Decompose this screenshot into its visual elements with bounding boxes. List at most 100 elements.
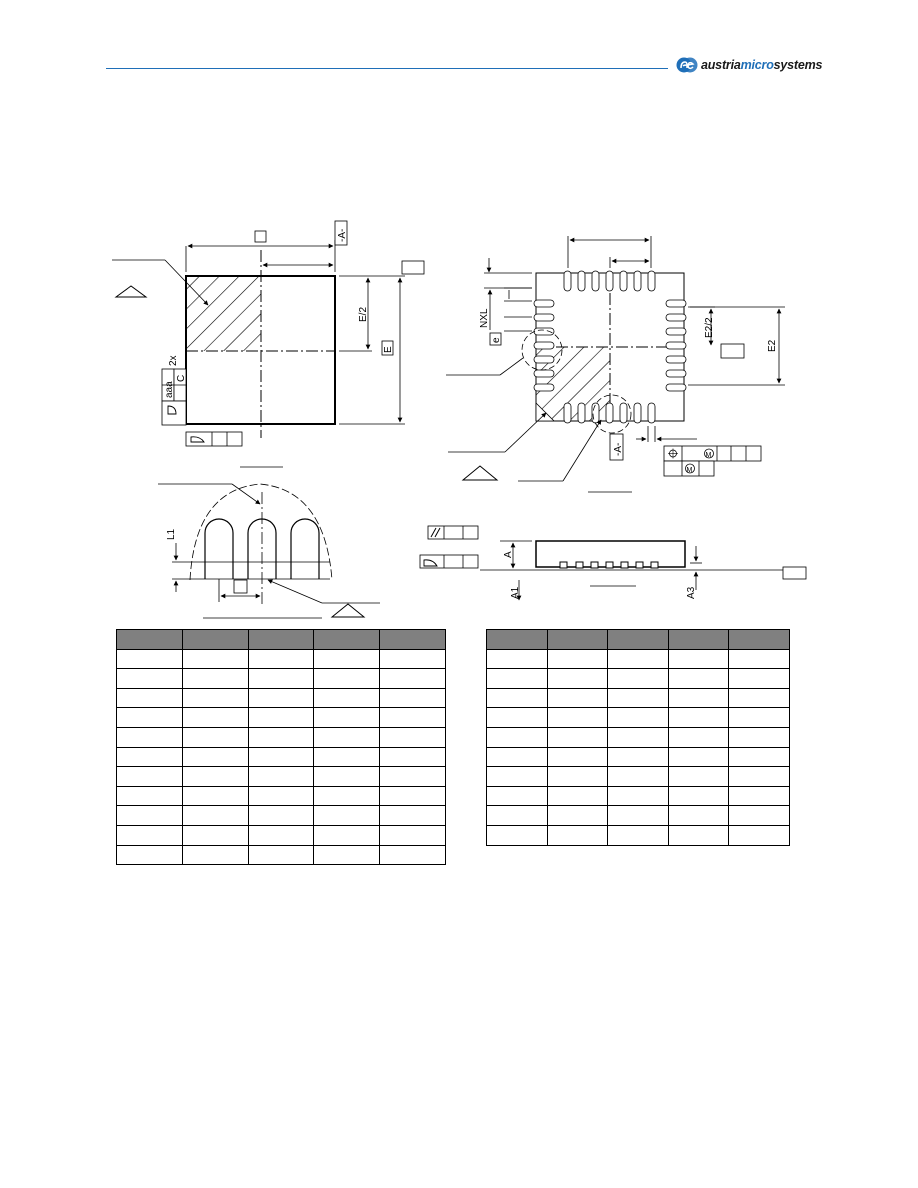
pitch-e-label: e <box>491 337 502 343</box>
dim-a1-label: A1 <box>510 586 521 599</box>
table-cell <box>728 766 790 787</box>
table-cell <box>546 766 609 787</box>
table-cell <box>728 805 790 826</box>
dim-e2-half-label: E2/2 <box>704 317 715 338</box>
table-cell <box>247 687 315 709</box>
table-cell <box>486 805 548 826</box>
table-cell <box>379 824 446 846</box>
table-cell <box>313 766 381 787</box>
dim-l1-label: L1 <box>166 528 177 540</box>
table-cell <box>181 648 249 670</box>
table-cell <box>546 726 609 748</box>
header-rule <box>106 68 668 69</box>
flatness-icon <box>190 436 205 443</box>
table-cell <box>379 805 446 826</box>
pin1-hatch <box>186 276 261 351</box>
table-cell <box>379 668 446 689</box>
table-cell <box>379 726 446 748</box>
mmc-label: M <box>706 452 712 459</box>
table-cell <box>116 824 183 846</box>
table-cell <box>181 844 249 866</box>
table-cell <box>728 648 790 670</box>
table-cell <box>379 687 446 709</box>
table-header-cell <box>546 629 609 650</box>
table-cell <box>313 824 381 846</box>
table-cell <box>247 844 315 866</box>
table-cell <box>728 668 790 689</box>
table-cell <box>486 668 548 689</box>
table-cell <box>607 805 669 826</box>
table-cell <box>116 746 183 768</box>
pin1-leader <box>164 259 209 306</box>
mmc-icon <box>704 448 714 459</box>
table-cell <box>379 766 446 787</box>
pad-hatch <box>536 347 610 421</box>
table-header-cell <box>379 629 446 650</box>
table-cell <box>379 746 446 768</box>
table-cell <box>247 824 315 846</box>
table-cell <box>247 668 315 689</box>
table-cell <box>728 726 790 748</box>
table-cell <box>181 746 249 768</box>
company-logo: austriamicrosystems <box>676 54 822 76</box>
table-cell <box>181 785 249 807</box>
table-cell <box>667 824 730 846</box>
table-row <box>116 766 446 787</box>
dim-a-label: A <box>503 551 514 558</box>
detail-leader-2 <box>267 579 323 604</box>
table-cell <box>116 687 183 709</box>
datum-a-label: -A- <box>337 229 348 242</box>
dim-e2-label: E2 <box>767 339 778 352</box>
table-cell <box>667 687 730 709</box>
table-cell <box>728 707 790 728</box>
table-cell <box>546 648 609 670</box>
detail-circle-left <box>521 329 563 371</box>
tolerance-frame-2 <box>663 460 715 477</box>
table-cell <box>607 707 669 728</box>
table-cell <box>313 707 381 728</box>
table-header-cell <box>181 629 249 650</box>
table-cell <box>247 648 315 670</box>
note-triangle-icon <box>114 285 148 298</box>
table-cell <box>247 707 315 728</box>
table-cell <box>116 707 183 728</box>
tolerance-aaa-label: aaa <box>164 381 175 398</box>
table-row <box>486 668 790 689</box>
dim-nxl-label: NXL <box>479 308 490 328</box>
table-cell <box>116 726 183 748</box>
profile-icon <box>167 405 177 415</box>
table-cell <box>667 668 730 689</box>
parallelism-frame <box>427 525 479 540</box>
table-row <box>116 648 446 670</box>
profile-frame <box>419 554 479 569</box>
datum-a-label-2: -A- <box>613 443 624 456</box>
table-cell <box>313 785 381 807</box>
table-header-row <box>486 629 790 650</box>
mmc-label-2: M <box>687 467 693 474</box>
pitch-e-box <box>489 332 502 346</box>
table-cell <box>667 726 730 748</box>
top-view: -A- E/2 E 2x aaa C <box>112 220 425 468</box>
table-cell <box>247 726 315 748</box>
table-cell <box>607 726 669 748</box>
table-row <box>486 726 790 748</box>
pins-bottom <box>563 402 656 424</box>
table-cell <box>486 746 548 768</box>
table-cell <box>607 746 669 768</box>
table-cell <box>116 648 183 670</box>
table-cell <box>667 746 730 768</box>
pins-left <box>533 299 555 392</box>
table-cell <box>313 726 381 748</box>
note-triangle-icon-2 <box>461 465 499 481</box>
table-header-cell <box>728 629 790 650</box>
table-cell <box>667 766 730 787</box>
datum-b-box <box>401 260 425 275</box>
table-cell <box>546 687 609 709</box>
table-cell <box>181 805 249 826</box>
table-cell <box>728 824 790 846</box>
table-cell <box>116 766 183 787</box>
table-cell <box>181 824 249 846</box>
table-cell <box>181 707 249 728</box>
table-row <box>486 805 790 826</box>
